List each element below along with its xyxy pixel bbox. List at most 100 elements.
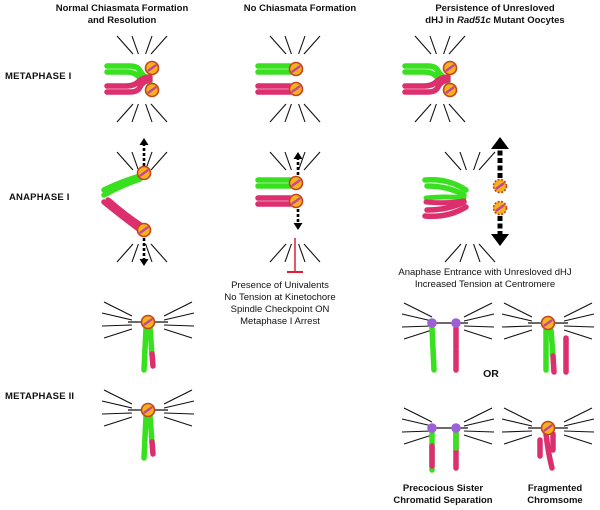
a1-normal-arrow-down-head bbox=[139, 259, 149, 266]
outcome-frag-b-centromere bbox=[540, 420, 556, 436]
a1-mutant-green-3 bbox=[423, 194, 467, 201]
m2-normal-b-chromatid-green-right bbox=[147, 413, 155, 445]
outcome-frag-a-centromere bbox=[540, 315, 556, 331]
m1-mutant-centromere-top bbox=[442, 60, 458, 76]
a1-normal-green-1 bbox=[101, 173, 143, 193]
outcome-frag-a-spindle-fiber-left-2 bbox=[501, 325, 533, 328]
m2-normal-b-spindle-fiber-right-2 bbox=[163, 412, 195, 415]
header-unresolved-gene: Rad51c bbox=[456, 15, 491, 26]
m2-normal-b-spindle-fiber-right-1 bbox=[163, 400, 195, 409]
a1-none-spindle-fiber-top-1 bbox=[284, 151, 292, 171]
m1-normal-centromere-bottom-sister-mark bbox=[147, 86, 157, 94]
outcome-frag-b-spindle-fiber-left-3 bbox=[503, 434, 533, 445]
caption-fragmented-line1: Fragmented bbox=[527, 483, 583, 494]
a1-mutant-green-2 bbox=[424, 183, 467, 198]
a1-normal-green-2 bbox=[101, 176, 143, 198]
outcome-pss-b-kinetochore-right bbox=[451, 423, 461, 433]
m1-mutant-spindle-fiber-top-0 bbox=[414, 35, 432, 55]
a1-mutant-spindle-fiber-top-0 bbox=[444, 151, 462, 171]
outcome-pss-b-spindle-fiber-right-1 bbox=[463, 418, 495, 427]
anaphase-entrance-line2: Increased Tension at Centromere bbox=[414, 279, 556, 290]
m1-none-spindle-fiber-bottom-0 bbox=[269, 103, 287, 123]
outcome-pss-b-spindle-fiber-right-2 bbox=[463, 430, 495, 433]
header-normal-line1: Normal Chiasmata Formation bbox=[55, 3, 189, 14]
header-unresolved-pre: dHJ in bbox=[425, 15, 457, 26]
outcome-frag-b-centromere-sister-mark bbox=[543, 424, 553, 432]
or-label: OR bbox=[483, 368, 499, 380]
a1-mutant-arrow-down-head bbox=[491, 234, 509, 246]
anaphase-entrance-note: Anaphase Entrance with Unresloved dHJ In… bbox=[370, 267, 600, 291]
m2-normal-a-spindle-fiber-left-3 bbox=[103, 328, 133, 339]
a1-none-spindle-fiber-top-3 bbox=[303, 151, 321, 171]
m2-normal-b-centromere bbox=[140, 402, 156, 418]
outcome-pss-a-spindle-fiber-right-1 bbox=[463, 313, 495, 322]
a1-normal-spindle-fiber-top-3 bbox=[150, 151, 168, 171]
m1-mutant-spindle-fiber-top-2 bbox=[443, 35, 451, 55]
outcome-pss-a-spindle-fiber-right-3 bbox=[463, 329, 493, 340]
m2-normal-a-spindle-fiber-left-1 bbox=[101, 312, 133, 321]
outcome-pss-b-spindle-fiber-right-3 bbox=[463, 434, 493, 445]
m1-normal-centromere-top bbox=[144, 60, 160, 76]
m1-none-spindle-fiber-bottom-2 bbox=[298, 103, 306, 123]
outcome-frag-b-spindle-fiber-left-0 bbox=[503, 407, 533, 423]
a1-normal-centromere-top-sister-mark bbox=[139, 169, 149, 177]
a1-none-centromere-bottom-sister-mark bbox=[291, 197, 301, 205]
header-normal-chiasmata: Normal Chiasmata Formation and Resolutio… bbox=[22, 3, 222, 27]
a1-mutant-magenta-2 bbox=[422, 204, 469, 220]
m1-normal-spindle-fiber-top-2 bbox=[145, 35, 153, 55]
arrest-note-no-tension: No Tension at Kinetochore bbox=[224, 292, 336, 303]
outcome-frag-b-spindle-fiber-right-3 bbox=[563, 434, 593, 445]
a1-none-spindle-fiber-bottom-1 bbox=[284, 243, 292, 263]
m2-normal-a-chromatid-green-left bbox=[141, 325, 149, 373]
a1-normal-centromere-bottom bbox=[136, 222, 152, 238]
caption-precocious-line2: Chromatid Separation bbox=[393, 495, 493, 506]
outcome-pss-a-spindle-fiber-right-0 bbox=[463, 302, 493, 318]
stage-metaphase-1: METAPHASE I bbox=[5, 71, 72, 82]
m1-mutant-spindle-fiber-bottom-2 bbox=[443, 103, 451, 123]
m1-none-spindle-fiber-top-1 bbox=[284, 35, 292, 55]
a1-normal-spindle-fiber-bottom-2 bbox=[145, 243, 153, 263]
m2-normal-b-spindle-fiber-left-3 bbox=[103, 416, 133, 427]
m2-normal-a-spindle-fiber-left-2 bbox=[101, 324, 133, 327]
m1-mutant-spindle-fiber-bottom-3 bbox=[448, 103, 466, 123]
outcome-pss-a-spindle-fiber-left-0 bbox=[403, 302, 433, 318]
a1-none-spindle-fiber-top-0 bbox=[269, 151, 287, 171]
outcome-pss-b-spindle-fiber-right-0 bbox=[463, 407, 493, 423]
m2-normal-a-spindle-fiber-right-2 bbox=[163, 324, 195, 327]
m2-normal-a-centromere bbox=[140, 314, 156, 330]
m2-normal-b-spindle-fiber-right-0 bbox=[163, 389, 193, 405]
header-unresolved-dhj: Persistence of Unresloved dHJ in Rad51c … bbox=[400, 3, 590, 27]
outcome-frag-a-magenta-tip bbox=[550, 353, 557, 375]
caption-precocious-line1: Precocious Sister bbox=[402, 483, 484, 494]
m2-normal-a-chromatid-magenta-tip bbox=[149, 351, 156, 369]
m1-mutant-centromere-bottom-sister-mark bbox=[445, 86, 455, 94]
outcome-pss-a-spindle-fiber-left-1 bbox=[401, 313, 433, 322]
m2-normal-a-spindle-fiber-right-0 bbox=[163, 301, 193, 317]
a1-mutant-arrow-up-head bbox=[491, 137, 509, 149]
a1-normal-spindle-fiber-bottom-1 bbox=[131, 243, 139, 263]
a1-none-centromere-top-sister-mark bbox=[291, 179, 301, 187]
outcome-frag-b-spindle-fiber-left-2 bbox=[501, 430, 533, 433]
m1-normal-spindle-fiber-top-3 bbox=[150, 35, 168, 55]
m2-normal-b-chromatid-magenta-tip bbox=[149, 439, 156, 457]
a1-normal-centromere-top bbox=[136, 165, 152, 181]
a1-mutant-spindle-fiber-top-1 bbox=[459, 151, 467, 171]
spindle-fibers bbox=[101, 35, 595, 445]
outcome-frag-a-spindle-fiber-right-0 bbox=[563, 302, 593, 318]
a1-none-spindle-fiber-top-2 bbox=[298, 151, 306, 171]
m1-mutant-spindle-fiber-top-3 bbox=[448, 35, 466, 55]
a1-mutant-spindle-fiber-bottom-3 bbox=[478, 243, 496, 263]
outcome-pss-a-kinetochore-left bbox=[427, 318, 437, 328]
m1-mutant-spindle-fiber-bottom-1 bbox=[429, 103, 437, 123]
stage-metaphase-2: METAPHASE II bbox=[5, 391, 75, 402]
outcome-pss-b-spindle-fiber-left-0 bbox=[403, 407, 433, 423]
caption-precocious-separation: Precocious Sister Chromatid Separation bbox=[378, 483, 508, 507]
a1-none-spindle-fiber-bottom-0 bbox=[269, 243, 287, 263]
outcome-pss-a-green bbox=[429, 325, 437, 373]
stage-anaphase-1: ANAPHASE I bbox=[9, 192, 70, 203]
a1-mutant-centromere-top bbox=[492, 178, 508, 194]
m2-normal-b-spindle-fiber-left-0 bbox=[103, 389, 133, 405]
arrest-note-metaphase-arrest: Metaphase I Arrest bbox=[240, 316, 320, 327]
outcome-pss-a-spindle-fiber-left-2 bbox=[401, 325, 433, 328]
